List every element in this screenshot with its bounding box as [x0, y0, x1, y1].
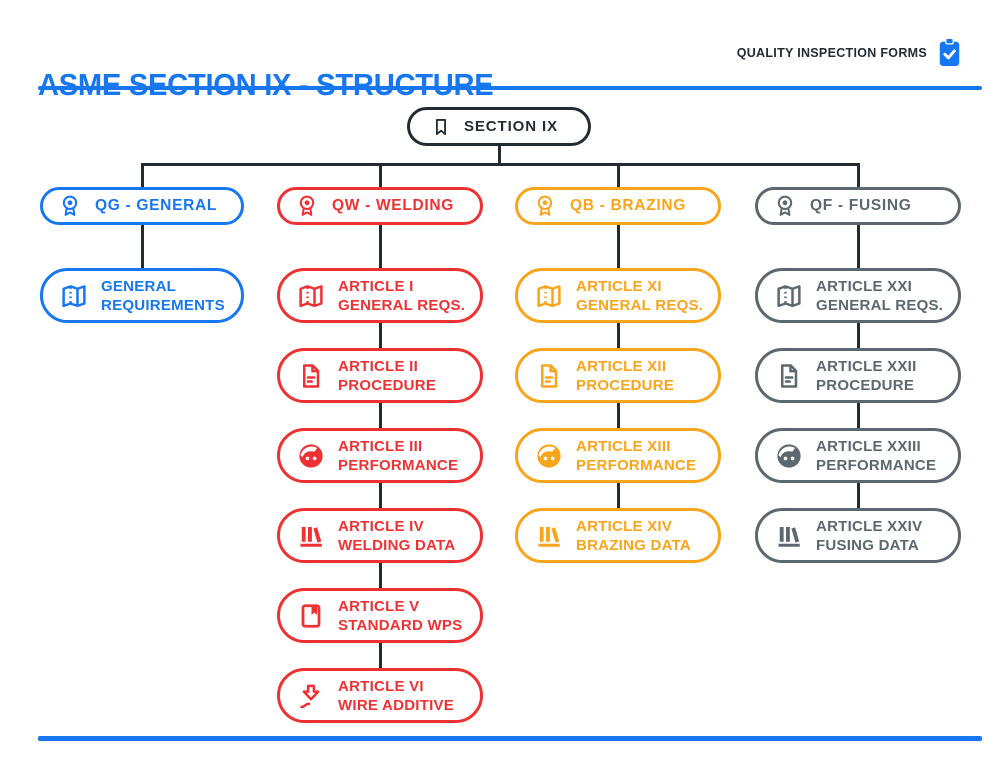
award-ribbon-icon — [58, 194, 82, 218]
face-icon — [774, 441, 804, 471]
branch-header-qw: QW - WELDING — [277, 187, 483, 225]
folded-map-icon — [296, 281, 326, 311]
face-icon — [296, 441, 326, 471]
award-ribbon-icon — [533, 194, 557, 218]
award-ribbon-icon — [773, 194, 797, 218]
connector-drop-qb — [616, 164, 620, 189]
book-bookmark-icon — [296, 601, 326, 631]
brand-badge-label: QUALITY INSPECTION FORMS — [736, 45, 927, 60]
footer-accent-bar — [38, 736, 982, 741]
branch-header-label: QW - WELDING — [332, 197, 455, 214]
library-books-icon — [296, 521, 326, 551]
bookmark-icon — [431, 117, 451, 137]
branch-header-label: QG - GENERAL — [95, 197, 218, 214]
document-icon — [534, 361, 564, 391]
connector-drop-qw — [378, 164, 382, 189]
document-icon — [296, 361, 326, 391]
connector-root-stub — [497, 144, 501, 165]
folded-map-icon — [534, 281, 564, 311]
title-underline — [38, 86, 982, 90]
folded-map-icon — [774, 281, 804, 311]
connector-bus — [140, 163, 860, 166]
wire-feed-arrow-icon — [296, 681, 326, 711]
branch-header-qb: QB - BRAZING — [515, 187, 721, 225]
page-title: ASME SECTION IX - STRUCTURE — [38, 66, 494, 102]
library-books-icon — [774, 521, 804, 551]
connector-drop-qf — [856, 164, 860, 189]
branch-header-qf: QF - FUSING — [755, 187, 961, 225]
root-node-label: SECTION IX — [464, 118, 559, 135]
branch-header-qg: QG - GENERAL — [40, 187, 244, 225]
face-icon — [534, 441, 564, 471]
connector-spine-qg — [140, 206, 144, 296]
branch-header-label: QF - FUSING — [810, 197, 912, 214]
folded-map-icon — [59, 281, 89, 311]
clipboard-check-icon — [936, 37, 963, 68]
document-icon — [774, 361, 804, 391]
branch-header-label: QB - BRAZING — [570, 197, 687, 214]
root-node-section-ix: SECTION IX — [407, 107, 591, 146]
brand-badge: QUALITY INSPECTION FORMS — [737, 37, 963, 68]
connector-drop-qg — [140, 164, 144, 189]
award-ribbon-icon — [295, 194, 319, 218]
library-books-icon — [534, 521, 564, 551]
